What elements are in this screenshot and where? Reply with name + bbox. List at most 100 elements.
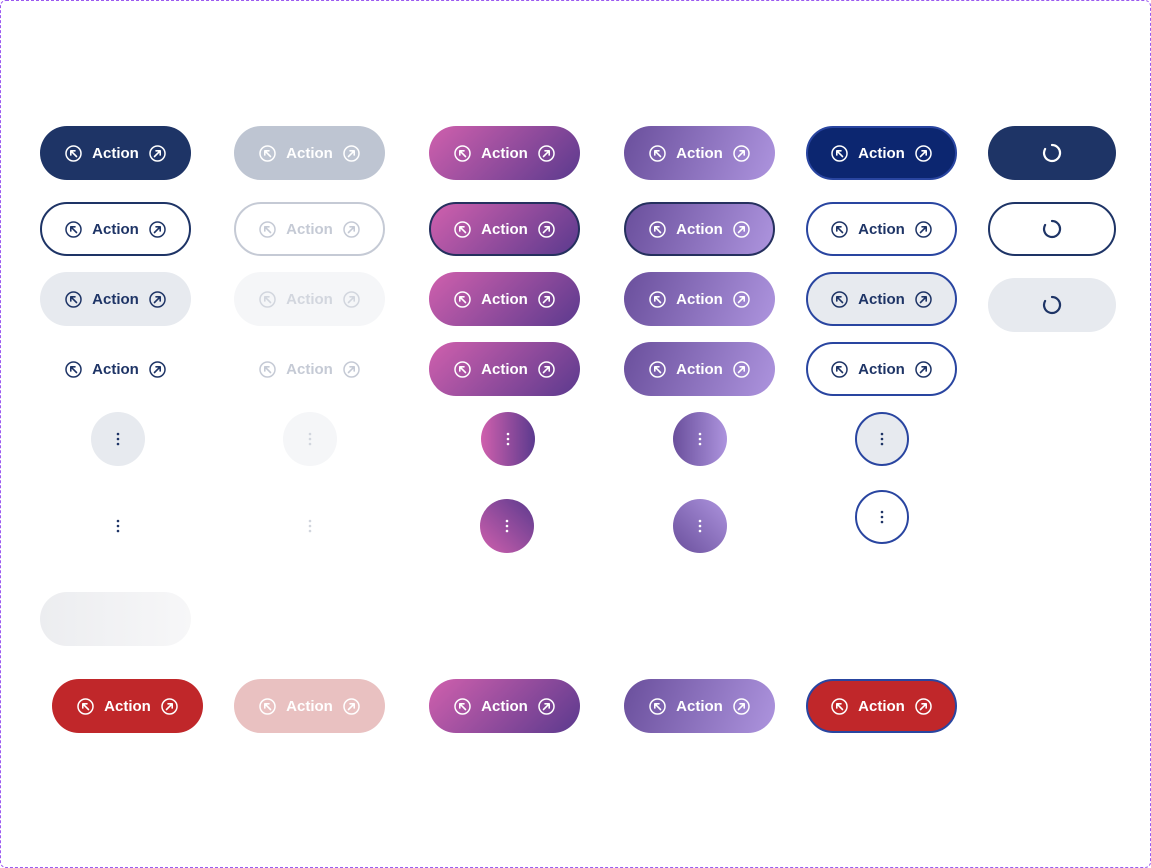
spinner-icon	[1042, 219, 1062, 239]
arrow-up-right-circle-icon	[733, 144, 750, 162]
arrow-up-right-circle-icon	[149, 290, 166, 308]
more-button-gradient-violet-alt[interactable]	[673, 499, 727, 553]
button-label: Action	[858, 220, 905, 238]
arrow-up-right-circle-icon	[733, 697, 750, 715]
gradient-violet-button[interactable]: Action	[624, 126, 775, 180]
arrow-up-left-circle-icon	[831, 144, 848, 162]
button-label: Action	[858, 144, 905, 162]
arrow-up-right-circle-icon	[915, 220, 932, 238]
outline-button-disabled[interactable]: Action	[234, 202, 385, 256]
spinner-icon	[1042, 143, 1062, 163]
more-vertical-icon	[116, 519, 120, 533]
text-button-focused[interactable]: Action	[806, 342, 957, 396]
arrow-up-right-circle-icon	[343, 360, 360, 378]
primary-loading-button[interactable]	[988, 126, 1116, 180]
button-label: Action	[676, 220, 723, 238]
button-label: Action	[858, 697, 905, 715]
arrow-up-left-circle-icon	[65, 290, 82, 308]
gradient-pink-button-hover[interactable]: Action	[429, 272, 580, 326]
outline-button[interactable]: Action	[40, 202, 191, 256]
more-vertical-icon	[698, 432, 702, 446]
button-label: Action	[676, 144, 723, 162]
more-vertical-icon	[116, 432, 120, 446]
text-button-disabled[interactable]: Action	[234, 342, 385, 396]
gradient-pink-button-danger-row[interactable]: Action	[429, 679, 580, 733]
arrow-up-left-circle-icon	[454, 144, 471, 162]
gradient-violet-button-pressed[interactable]: Action	[624, 342, 775, 396]
danger-button-focused[interactable]: Action	[806, 679, 957, 733]
more-button-soft[interactable]	[91, 412, 145, 466]
more-button-ghost[interactable]	[91, 499, 145, 553]
arrow-up-right-circle-icon	[538, 697, 555, 715]
arrow-up-right-circle-icon	[149, 220, 166, 238]
button-label: Action	[676, 290, 723, 308]
soft-button[interactable]: Action	[40, 272, 191, 326]
button-label: Action	[92, 360, 139, 378]
arrow-up-left-circle-icon	[65, 360, 82, 378]
arrow-up-right-circle-icon	[538, 220, 555, 238]
primary-button-disabled[interactable]: Action	[234, 126, 385, 180]
more-button-outline[interactable]	[855, 490, 909, 544]
arrow-up-left-circle-icon	[649, 220, 666, 238]
button-label: Action	[481, 290, 528, 308]
button-label: Action	[92, 290, 139, 308]
outline-loading-button[interactable]	[988, 202, 1116, 256]
button-label: Action	[481, 144, 528, 162]
more-vertical-icon	[505, 519, 509, 533]
button-label: Action	[104, 697, 151, 715]
arrow-up-left-circle-icon	[649, 144, 666, 162]
arrow-up-right-circle-icon	[915, 697, 932, 715]
more-vertical-icon	[880, 432, 884, 446]
button-label: Action	[481, 697, 528, 715]
arrow-up-right-circle-icon	[915, 360, 932, 378]
arrow-up-right-circle-icon	[538, 290, 555, 308]
more-button-focused[interactable]	[855, 412, 909, 466]
arrow-up-right-circle-icon	[343, 144, 360, 162]
text-button[interactable]: Action	[40, 342, 191, 396]
gradient-violet-button-focused[interactable]: Action	[624, 202, 775, 256]
arrow-up-right-circle-icon	[915, 144, 932, 162]
danger-button-disabled[interactable]: Action	[234, 679, 385, 733]
button-label: Action	[676, 697, 723, 715]
gradient-pink-button[interactable]: Action	[429, 126, 580, 180]
arrow-up-left-circle-icon	[77, 697, 94, 715]
button-label: Action	[858, 290, 905, 308]
soft-button-focused[interactable]: Action	[806, 272, 957, 326]
gradient-violet-button-hover[interactable]: Action	[624, 272, 775, 326]
primary-button[interactable]: Action	[40, 126, 191, 180]
button-label: Action	[92, 220, 139, 238]
more-button-ghost-disabled[interactable]	[283, 499, 337, 553]
more-vertical-icon	[308, 432, 312, 446]
arrow-up-left-circle-icon	[649, 360, 666, 378]
more-button-gradient-violet[interactable]	[673, 412, 727, 466]
gradient-pink-button-pressed[interactable]: Action	[429, 342, 580, 396]
more-button-soft-disabled[interactable]	[283, 412, 337, 466]
arrow-up-right-circle-icon	[733, 290, 750, 308]
more-vertical-icon	[880, 510, 884, 524]
button-label: Action	[481, 360, 528, 378]
soft-loading-button[interactable]	[988, 278, 1116, 332]
gradient-violet-button-danger-row[interactable]: Action	[624, 679, 775, 733]
more-vertical-icon	[698, 519, 702, 533]
primary-button-focused[interactable]: Action	[806, 126, 957, 180]
soft-button-disabled[interactable]: Action	[234, 272, 385, 326]
skeleton-button	[40, 592, 191, 646]
arrow-up-left-circle-icon	[259, 144, 276, 162]
arrow-up-right-circle-icon	[733, 360, 750, 378]
arrow-up-left-circle-icon	[259, 360, 276, 378]
button-label: Action	[92, 144, 139, 162]
arrow-up-right-circle-icon	[538, 144, 555, 162]
arrow-up-right-circle-icon	[915, 290, 932, 308]
button-label: Action	[286, 697, 333, 715]
more-button-gradient-pink[interactable]	[481, 412, 535, 466]
more-button-gradient-pink-alt[interactable]	[480, 499, 534, 553]
spinner-icon	[1042, 295, 1062, 315]
arrow-up-left-circle-icon	[65, 144, 82, 162]
danger-button[interactable]: Action	[52, 679, 203, 733]
outline-button-focused[interactable]: Action	[806, 202, 957, 256]
button-label: Action	[286, 290, 333, 308]
arrow-up-right-circle-icon	[343, 220, 360, 238]
gradient-pink-button-focused[interactable]: Action	[429, 202, 580, 256]
arrow-up-right-circle-icon	[538, 360, 555, 378]
arrow-up-right-circle-icon	[343, 290, 360, 308]
